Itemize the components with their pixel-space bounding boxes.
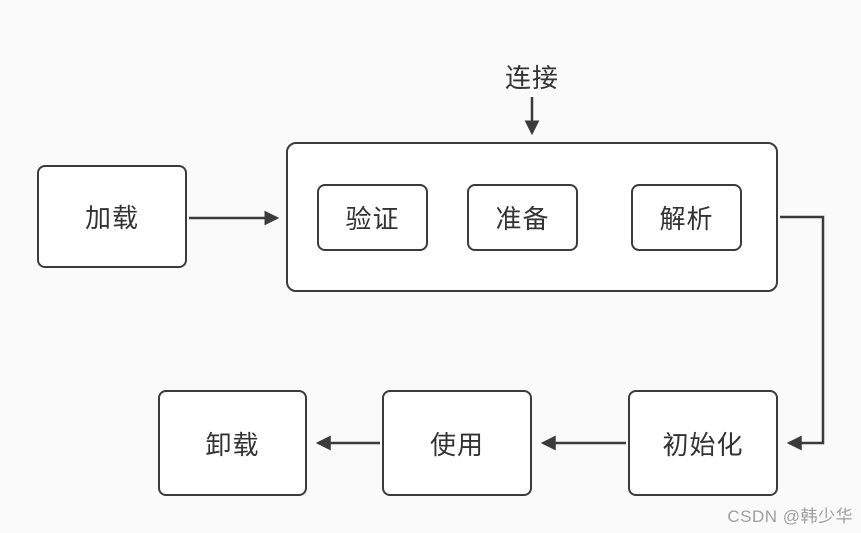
node-prepare: 准备 bbox=[467, 184, 578, 251]
node-resolve: 解析 bbox=[631, 184, 742, 251]
node-unload: 卸载 bbox=[158, 390, 307, 496]
watermark: CSDN @韩少华 bbox=[727, 507, 853, 526]
node-use: 使用 bbox=[382, 390, 532, 496]
node-load: 加载 bbox=[37, 165, 187, 268]
node-prepare-label: 准备 bbox=[495, 204, 550, 234]
node-use-label: 使用 bbox=[429, 429, 484, 460]
node-unload-label: 卸载 bbox=[205, 429, 260, 460]
node-verify-label: 验证 bbox=[345, 204, 400, 234]
node-resolve-label: 解析 bbox=[659, 204, 714, 234]
edge-linking-to-initialize bbox=[780, 215, 825, 451]
node-verify: 验证 bbox=[317, 184, 428, 251]
node-initialize-label: 初始化 bbox=[662, 429, 744, 460]
node-load-label: 加载 bbox=[84, 203, 139, 233]
node-initialize: 初始化 bbox=[628, 390, 778, 496]
linking-group-label: 连接 bbox=[504, 63, 559, 93]
